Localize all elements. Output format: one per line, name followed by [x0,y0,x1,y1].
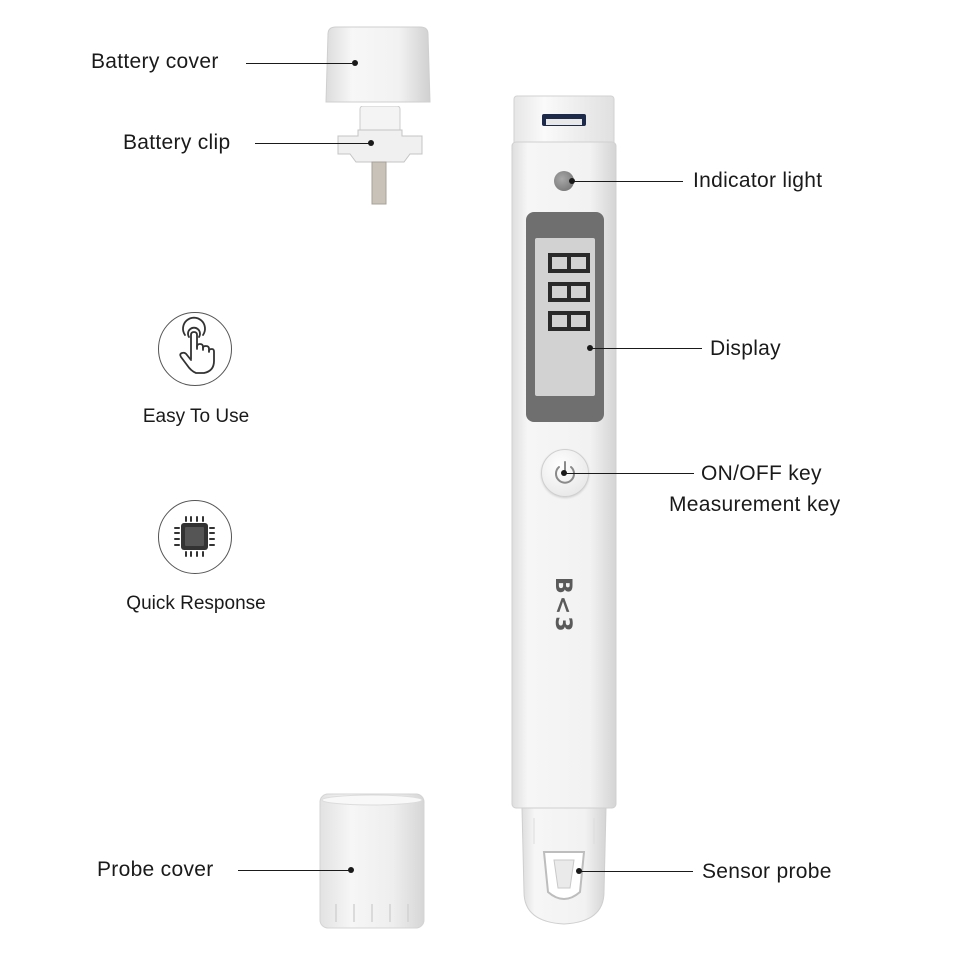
feature-quick-response-badge [158,500,232,574]
feature-easy-to-use-badge [158,312,232,386]
leader-battery-clip [255,143,370,144]
lcd-digit-3 [548,311,590,331]
leader-dot-battery-cover [352,60,358,66]
label-battery-cover: Battery cover [91,50,219,73]
lcd-screen [535,238,595,396]
label-display: Display [710,337,781,360]
brand-logo-text: B<3 [550,577,575,634]
leader-sensor-probe [579,871,693,872]
leader-probe-cover [238,870,349,871]
battery-cover-image [325,26,431,103]
label-onoff-key: ON/OFF key [701,462,822,485]
indicator-light [554,171,574,191]
lcd-digit-2 [548,282,590,302]
label-probe-cover: Probe cover [97,858,214,881]
battery-clip-image [337,106,423,205]
brand-logo: B<3 [550,577,575,634]
label-measurement-key: Measurement key [669,493,841,516]
label-sensor-probe: Sensor probe [702,860,832,883]
leader-display [590,348,702,349]
feature-quick-response-caption: Quick Response [126,593,266,614]
leader-dot-battery-clip [368,140,374,146]
leader-indicator-light [572,181,683,182]
leader-onoff-key [564,473,694,474]
label-battery-clip: Battery clip [123,131,231,154]
feature-easy-to-use-caption: Easy To Use [142,406,250,427]
probe-cover-image [319,793,425,929]
leader-dot-probe-cover [348,867,354,873]
label-indicator-light: Indicator light [693,169,823,192]
lcd-digit-1 [548,253,590,273]
chip-icon [174,516,215,557]
leader-battery-cover [246,63,352,64]
hand-tap-icon [179,316,215,374]
